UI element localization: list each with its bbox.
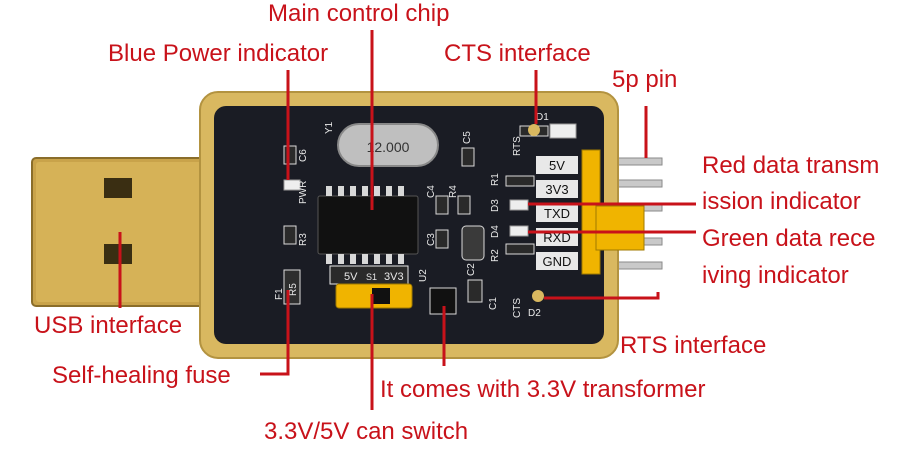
silk-c6: C6 — [298, 149, 309, 162]
label-voltage-switch: 3.3V/5V can switch — [264, 418, 469, 445]
line-fuse — [260, 290, 290, 376]
silk-d4: D4 — [490, 225, 501, 238]
label-green-data-receiving-line1: Green data rece — [702, 225, 876, 252]
silk-y1: Y1 — [324, 121, 335, 134]
pin-label-gnd: GND — [543, 254, 572, 269]
pin-label-3v3: 3V3 — [545, 182, 568, 197]
silk-r1: R1 — [490, 173, 501, 186]
silk-3v3: 3V3 — [384, 271, 404, 283]
silk-5v: 5V — [344, 271, 358, 283]
cts-pad — [528, 124, 540, 136]
silk-pwr: PWR — [298, 181, 309, 204]
label-self-healing-fuse: Self-healing fuse — [52, 362, 231, 389]
callout-lines — [118, 30, 696, 410]
label-transformer: It comes with 3.3V transformer — [380, 376, 706, 403]
silk-c5: C5 — [462, 131, 473, 144]
silkscreen-text: RTS CTS PWR 5V 3V3 Y1 C6 C5 C4 R4 R3 C3 … — [274, 112, 549, 319]
label-green-data-receiving-line2: iving indicator — [702, 262, 849, 289]
silk-r2: R2 — [490, 249, 501, 262]
pin-header-block — [581, 149, 645, 275]
main-chip — [317, 186, 419, 264]
silk-u2: U2 — [418, 269, 429, 282]
silk-c4: C4 — [426, 185, 437, 198]
silk-rts: RTS — [512, 136, 523, 156]
silk-c3: C3 — [426, 233, 437, 246]
label-usb-interface: USB interface — [34, 312, 183, 339]
silk-c2: C2 — [466, 263, 477, 276]
line-rts — [544, 292, 660, 300]
label-red-data-transmission-line2: ission indicator — [702, 188, 861, 215]
silk-r5: R5 — [288, 283, 299, 296]
label-rts-interface: RTS interface — [620, 332, 767, 359]
pin-labels: 5V 3V3 TXD RXD GND — [536, 156, 578, 270]
silk-s1: S1 — [366, 272, 377, 282]
crystal-text: 12.000 — [367, 139, 410, 155]
led-indicators — [283, 123, 577, 237]
silk-d1: D1 — [536, 112, 549, 123]
pin-label-5v: 5V — [549, 158, 565, 173]
crystal: 12.000 — [337, 123, 439, 167]
label-5p-pin: 5p pin — [612, 66, 678, 93]
rts-pad — [532, 290, 544, 302]
label-blue-power-indicator: Blue Power indicator — [108, 40, 329, 67]
label-main-control-chip: Main control chip — [268, 0, 450, 27]
silk-cts: CTS — [512, 298, 523, 318]
pin-label-txd: TXD — [544, 206, 570, 221]
label-cts-interface: CTS interface — [444, 40, 591, 67]
silk-c1: C1 — [488, 297, 499, 310]
silk-r4: R4 — [448, 185, 459, 198]
silk-d2: D2 — [528, 308, 541, 319]
jumper-switch — [329, 265, 413, 309]
label-red-data-transmission-line1: Red data transm — [702, 152, 880, 179]
silk-f1: F1 — [274, 288, 285, 300]
silk-r3: R3 — [298, 233, 309, 246]
pin-label-rxd: RXD — [543, 230, 570, 245]
silk-d3: D3 — [490, 199, 501, 212]
